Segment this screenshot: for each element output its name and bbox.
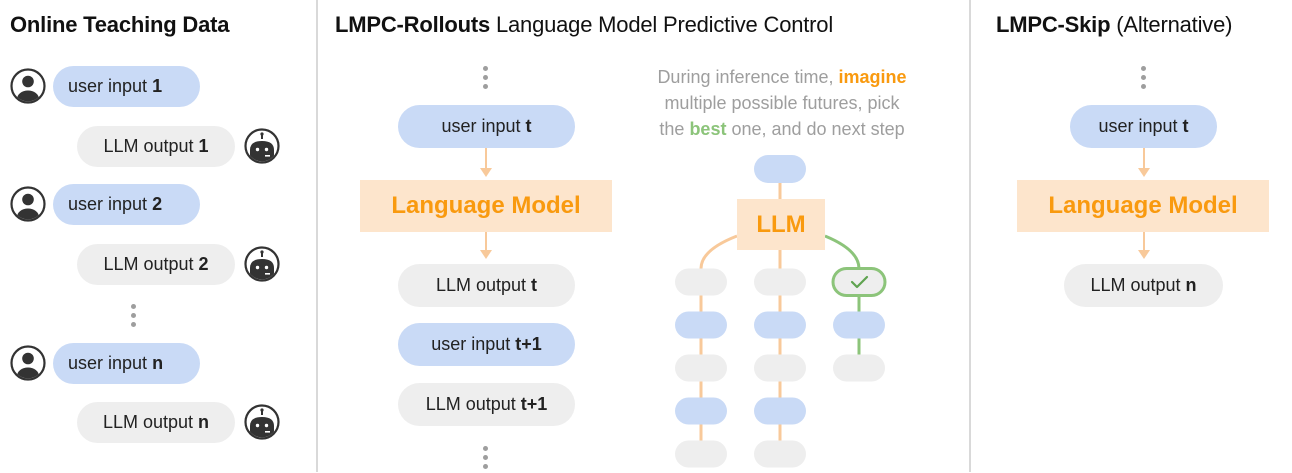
llm-root-box: LLM (737, 199, 825, 250)
ellipsis-vertical-icon (131, 304, 137, 331)
teaching-title: Online Teaching Data (10, 12, 230, 37)
bubble-index: t+1 (515, 334, 542, 354)
bubble-label: LLM output (103, 254, 194, 274)
language-model-box: Language Model (1017, 180, 1269, 232)
tree-root-input (754, 155, 806, 183)
tree-llm-node (675, 440, 727, 468)
arrow (1143, 232, 1145, 252)
bubble-index: n (1185, 275, 1197, 295)
bubble-label: LLM output (102, 412, 194, 432)
tree-llm-node (831, 267, 887, 297)
tree-user-node (675, 311, 727, 339)
arrow (1143, 148, 1145, 170)
tree-user-node (754, 311, 806, 339)
arrow-head (1138, 168, 1150, 177)
arrow (485, 148, 487, 170)
tree-llm-node (675, 268, 727, 296)
bubble-index: 1 (152, 76, 163, 96)
arrow-head (480, 250, 492, 259)
bubble-index: t+1 (520, 394, 548, 414)
tree-llm-node (675, 354, 727, 382)
bubble-label: LLM output (103, 136, 194, 156)
tree-llm-node (754, 440, 806, 468)
bubble-index: t (1182, 116, 1189, 136)
bubble-index: 2 (152, 194, 163, 214)
tree-llm-node (833, 354, 885, 382)
arrow (485, 232, 487, 252)
arrow-head (480, 168, 492, 177)
rollouts-title: LMPC-Rollouts Language Model Predictive … (335, 12, 834, 37)
inference-note: During inference time, imagine multiple … (657, 67, 907, 139)
tree-llm-node (754, 354, 806, 382)
bubble-label: user input (1098, 116, 1178, 136)
language-model-box: Language Model (360, 180, 612, 232)
check-icon (850, 275, 869, 289)
skip-title: LMPC-Skip (Alternative) (996, 12, 1233, 37)
ellipsis-vertical-icon (1141, 66, 1147, 93)
tree-llm-node (754, 268, 806, 296)
ellipsis-vertical-icon (483, 446, 489, 473)
tree-edge (699, 234, 738, 269)
tree-edge (824, 234, 861, 269)
panel-divider-right (969, 0, 971, 472)
bubble-label: user input (68, 76, 148, 96)
bubble-index: 2 (198, 254, 209, 274)
best-highlight: best (689, 119, 727, 139)
tree-user-node (833, 311, 885, 339)
bubble-label: LLM output (435, 275, 527, 295)
bubble-index: t (531, 275, 538, 295)
bubble-index: 1 (198, 136, 209, 156)
bubble-index: n (152, 353, 164, 373)
bubble-index: t (525, 116, 532, 136)
bubble-label: LLM output (1090, 275, 1181, 295)
bubble-index: n (198, 412, 210, 432)
ellipsis-vertical-icon (483, 66, 489, 93)
arrow-head (1138, 250, 1150, 259)
panel-divider-left (316, 0, 318, 472)
tree-user-node (675, 397, 727, 425)
imagine-highlight: imagine (838, 67, 907, 87)
bubble-label: LLM output (425, 394, 516, 414)
bubble-label: user input (431, 334, 511, 354)
bubble-label: user input (441, 116, 521, 136)
tree-user-node (754, 397, 806, 425)
bubble-label: user input (68, 353, 148, 373)
bubble-label: user input (68, 194, 148, 214)
